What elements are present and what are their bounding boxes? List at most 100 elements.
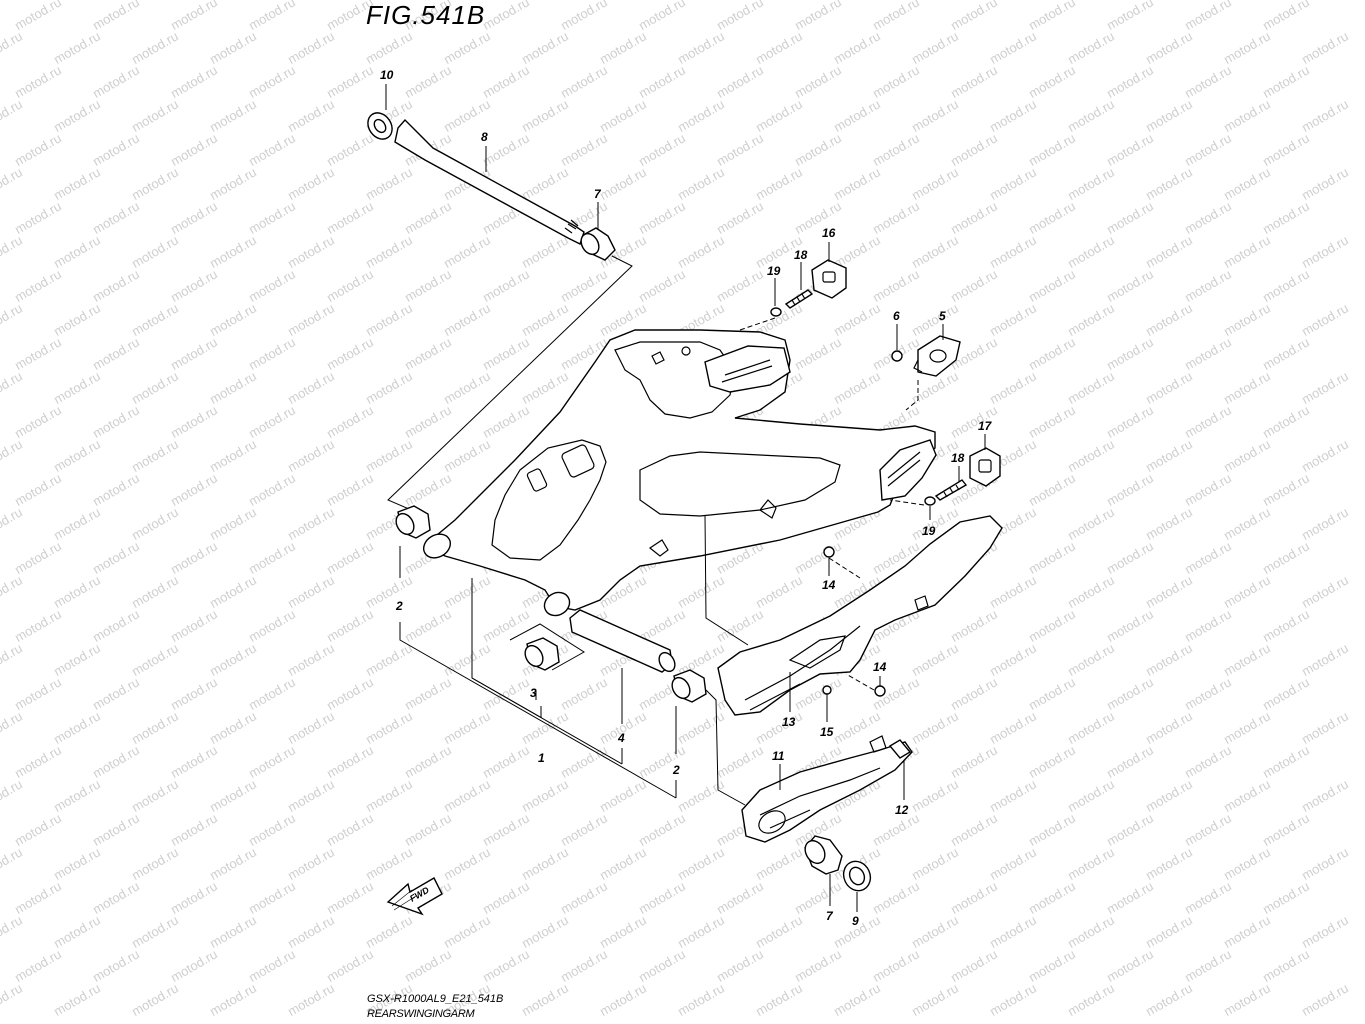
pivot-shaft-8 — [394, 118, 585, 245]
callout-14-upper: 14 — [822, 578, 836, 592]
pivot-collar-7-top-face — [580, 232, 600, 256]
leader-arm-to-cover — [704, 514, 749, 646]
callout-17: 17 — [978, 419, 993, 433]
callout-14-lower: 14 — [873, 660, 887, 674]
dash-plate-5 — [905, 380, 919, 411]
chain-buffer-tab — [869, 735, 887, 753]
adjuster-block-17-slot — [978, 459, 992, 473]
chain-cover-outline — [717, 515, 1003, 716]
swingarm-slot-a — [561, 444, 595, 478]
forward-arrow: FWD — [386, 877, 443, 916]
leader-pivot-to-arm — [387, 255, 633, 513]
pivot-boss-left — [422, 533, 452, 559]
cover-washer-15 — [822, 685, 832, 695]
swingarm-left-opening — [491, 439, 607, 561]
collar-7-bottom-face — [804, 839, 826, 865]
chain-buffer-ribs — [759, 767, 881, 829]
bearing-2-left-face — [395, 512, 415, 536]
dash-bolt-14-lower — [845, 673, 875, 691]
pivot-shaft-group — [367, 112, 616, 261]
callout-18-right: 18 — [951, 451, 965, 465]
bearing-3-bracket — [509, 623, 585, 671]
chain-guide-plate-5-tab — [913, 359, 923, 373]
swingarm-right-window — [639, 451, 841, 517]
chain-buffer-outline — [741, 741, 913, 843]
callout-12: 12 — [895, 803, 909, 817]
swingarm-hole — [681, 346, 691, 356]
callout-5: 5 — [939, 309, 946, 323]
figure-title: FIG.541B — [366, 0, 486, 30]
cover-bolt-14-upper — [823, 546, 835, 558]
callout-7-top: 7 — [594, 187, 602, 201]
callout-6: 6 — [893, 309, 900, 323]
chain-buffer-11 — [741, 735, 913, 843]
callout-2-left: 2 — [395, 599, 403, 613]
swingarm-outline — [423, 329, 936, 611]
section-name: REARSWINGINGARM — [367, 1008, 475, 1020]
callout-11: 11 — [772, 749, 785, 763]
dash-bolt-14-upper — [828, 557, 861, 579]
callout-16: 16 — [822, 226, 836, 240]
swingarm-lower-tab — [648, 539, 669, 557]
callout-7-bottom: 7 — [826, 909, 834, 923]
callout-9: 9 — [852, 914, 859, 928]
axle-plate-right-slot — [887, 451, 921, 487]
forward-arrow-hatch — [391, 889, 417, 911]
dash-adjuster-right — [889, 499, 925, 506]
adjuster-bolt-18-right-thread — [943, 484, 960, 498]
pivot-bearings — [395, 505, 707, 703]
callout-2-bottom: 2 — [672, 763, 680, 777]
buffer-screw-12 — [888, 739, 912, 759]
chain-cover-tab — [914, 595, 929, 611]
nut-9-bore — [848, 866, 866, 886]
callout-4: 4 — [617, 731, 625, 745]
spacer-4-face — [658, 651, 676, 673]
cover-bolt-14-lower — [874, 685, 886, 697]
bearing-3-face — [524, 644, 544, 668]
axle-hardware-lower — [804, 835, 872, 892]
adjuster-bolt-18-thread — [791, 293, 806, 306]
bracket-1-branch — [471, 677, 543, 719]
spacer-4 — [569, 609, 673, 673]
bracket-2-left — [399, 622, 677, 799]
right-adjuster — [889, 447, 1001, 506]
adjuster-block-17 — [969, 447, 1001, 487]
axle-plate-left-slot — [721, 359, 773, 383]
callout-13: 13 — [782, 715, 796, 729]
chain-buffer-boss — [758, 810, 786, 834]
callout-8: 8 — [481, 130, 488, 144]
chain-cover-window — [788, 635, 846, 669]
swingarm-tab — [651, 351, 665, 365]
callout-15: 15 — [820, 725, 834, 739]
callout-19-right: 19 — [922, 524, 936, 538]
dash-adjuster-top — [739, 317, 776, 331]
adjuster-block-16-slot — [822, 271, 836, 283]
callout-3: 3 — [530, 686, 537, 700]
bearing-2-bottom-face — [671, 676, 691, 700]
chain-cover-ribs — [744, 625, 861, 711]
adjuster-bolt-18-top — [784, 289, 814, 309]
swingarm-body — [422, 329, 937, 617]
locknut-19-top — [770, 307, 782, 317]
screw-6 — [891, 350, 903, 362]
pivot-boss-right — [543, 591, 571, 617]
swingarm-slot-b — [526, 468, 548, 492]
chain-guide-plate-5-hole — [929, 349, 947, 363]
swingarm-bracket — [759, 499, 777, 519]
pivot-nut-10-bore — [373, 118, 387, 134]
leader-to-buffer — [705, 689, 746, 806]
model-code: GSX-R1000AL9_E21_541B — [367, 993, 504, 1005]
callout-10: 10 — [380, 68, 394, 82]
pivot-shaft-thread — [564, 219, 579, 234]
callout-18-top: 18 — [794, 248, 808, 262]
swingarm-upper-opening — [614, 341, 736, 419]
adjuster-block-16 — [811, 259, 847, 299]
chain-guide-plate-5 — [917, 335, 961, 377]
chain-cover-13 — [717, 515, 1003, 716]
callout-19-top: 19 — [767, 264, 781, 278]
locknut-19-right — [924, 496, 936, 506]
callout-1: 1 — [538, 751, 545, 765]
upper-fittings — [739, 259, 961, 411]
